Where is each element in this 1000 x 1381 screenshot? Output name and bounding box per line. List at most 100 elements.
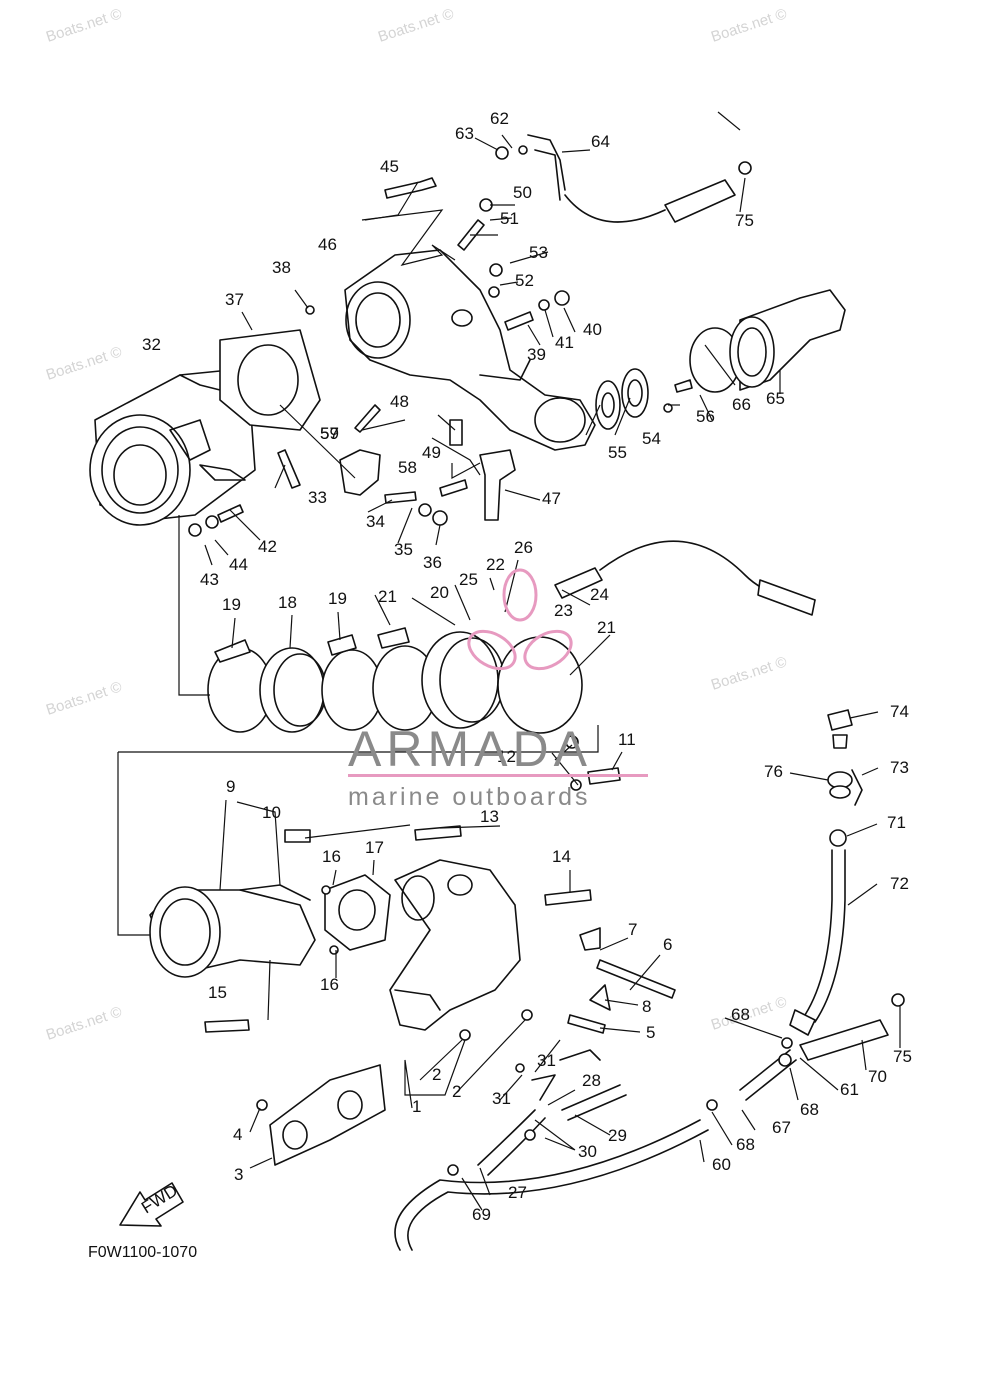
leader-line [249, 1157, 273, 1169]
leader-line [267, 959, 271, 1021]
callout-33: 33 [308, 488, 327, 507]
leader-line [699, 394, 713, 421]
callout-22: 22 [486, 555, 505, 574]
leader-line [397, 507, 413, 544]
callout-15: 15 [208, 983, 227, 1002]
watermark-text: Boats.net © [709, 653, 789, 693]
leader-line [789, 772, 829, 781]
leader-line [599, 1027, 641, 1033]
callout-54: 54 [642, 429, 661, 448]
exhaust-body-32 [89, 369, 256, 526]
watermark-text: Boats.net © [44, 5, 124, 45]
watermark-text: Boats.net © [44, 678, 124, 718]
leader-line [219, 799, 227, 891]
callout-3: 3 [234, 1165, 243, 1184]
bracket-58 [339, 449, 381, 496]
callout-76: 76 [764, 762, 783, 781]
callout-75: 75 [735, 211, 754, 230]
callout-2: 2 [432, 1065, 441, 1084]
callout-40: 40 [583, 320, 602, 339]
leader-line [499, 281, 519, 286]
callout-12: 12 [497, 747, 516, 766]
leader-line [847, 883, 878, 906]
callout-34: 34 [366, 512, 385, 531]
leader-line [711, 1111, 733, 1146]
gasket-37 [219, 329, 321, 431]
leader-line [849, 711, 879, 719]
callout-73: 73 [890, 758, 909, 777]
propeller-logo-icon [467, 568, 573, 671]
callout-44: 44 [229, 555, 248, 574]
leader-line [504, 559, 519, 613]
leader-line [704, 344, 736, 386]
callout-70: 70 [868, 1067, 887, 1086]
callout-10: 10 [262, 803, 281, 822]
leader-lines [117, 111, 901, 1211]
callout-32: 32 [142, 335, 161, 354]
callout-37: 37 [225, 290, 244, 309]
callout-43: 43 [200, 570, 219, 589]
callout-65: 65 [766, 389, 785, 408]
leader-line [499, 1074, 523, 1101]
leader-line [411, 597, 456, 626]
leader-line [585, 404, 601, 436]
leader-line [629, 954, 661, 991]
callout-20: 20 [430, 583, 449, 602]
watermark-text: Boats.net © [376, 5, 456, 45]
leader-line [439, 825, 501, 829]
leader-line [699, 1139, 705, 1163]
leader-line [489, 217, 513, 221]
callout-19: 19 [222, 595, 241, 614]
leader-line [604, 999, 639, 1006]
leader-line [799, 1057, 839, 1091]
gaskets-54-55 [595, 368, 649, 430]
leader-line [236, 801, 281, 886]
leader-line [569, 634, 611, 676]
leader-line [294, 289, 309, 309]
leader-line [178, 515, 210, 696]
leader-line [451, 462, 481, 480]
leader-line [461, 1177, 483, 1211]
callout-38: 38 [272, 258, 291, 277]
callout-53: 53 [529, 243, 548, 262]
callout-23: 23 [554, 601, 573, 620]
fwd-arrow-icon: FWD [119, 1181, 184, 1227]
watermark-text: Boats.net © [44, 1003, 124, 1043]
leader-line [241, 311, 253, 331]
leader-line [367, 499, 393, 513]
gasket-3 [269, 1064, 386, 1166]
callout-19: 19 [328, 589, 347, 608]
callout-42: 42 [258, 537, 277, 556]
callout-27: 27 [508, 1183, 527, 1202]
callout-16: 16 [322, 847, 341, 866]
armada-logo: ARMADA marine outboards [348, 568, 648, 811]
callout-55: 55 [608, 443, 627, 462]
callout-68: 68 [800, 1100, 819, 1119]
callout-28: 28 [582, 1071, 601, 1090]
leader-line [563, 307, 576, 333]
leader-line [364, 181, 419, 221]
leader-line [118, 725, 599, 753]
leader-line [231, 617, 236, 649]
callout-9: 9 [226, 777, 235, 796]
leader-line [861, 767, 879, 776]
brand-name: ARMADA [348, 721, 592, 777]
callout-6: 6 [663, 935, 672, 954]
callout-57: 57 [320, 424, 339, 443]
leader-line [574, 1114, 611, 1136]
manifold-lower [389, 859, 521, 1031]
leader-line [509, 251, 549, 264]
callout-25: 25 [459, 570, 478, 589]
bracket-47 [479, 449, 516, 521]
watermark-text: Boats.net © [44, 343, 124, 383]
callout-11: 11 [618, 730, 636, 749]
callout-31: 31 [537, 1051, 556, 1070]
exhaust-pipe-9 [149, 884, 316, 978]
brand-tagline: marine outboards [348, 783, 591, 811]
callout-63: 63 [455, 124, 474, 143]
muffler-65-66 [689, 289, 846, 393]
callout-45: 45 [380, 157, 399, 176]
callout-47: 47 [542, 489, 561, 508]
leader-line [611, 751, 623, 771]
